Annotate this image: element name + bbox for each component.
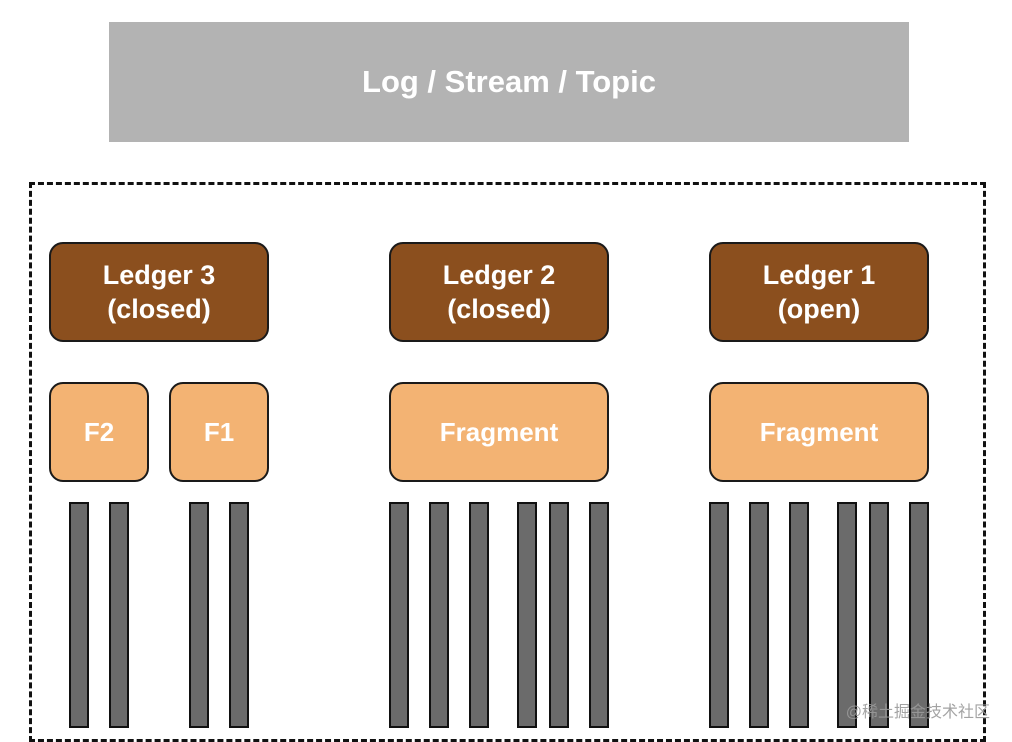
entry-bar <box>229 502 249 728</box>
entry-bar <box>789 502 809 728</box>
entry-bar <box>749 502 769 728</box>
entry-bar <box>469 502 489 728</box>
fragment-f1: F1 <box>169 382 269 482</box>
entry-bar <box>389 502 409 728</box>
header-title: Log / Stream / Topic <box>362 64 656 99</box>
ledger-1-status: (open) <box>777 294 861 324</box>
entry-bar <box>709 502 729 728</box>
ledger-2-box: Ledger 2 (closed) <box>389 242 609 342</box>
entry-bar <box>189 502 209 728</box>
ledger-1-name: Ledger 1 <box>762 260 876 290</box>
ledger-1-box: Ledger 1 (open) <box>709 242 929 342</box>
entry-bar <box>909 502 929 728</box>
entry-bar <box>69 502 89 728</box>
ledger-3-status: (closed) <box>107 294 211 324</box>
ledger-3-name: Ledger 3 <box>102 260 216 290</box>
watermark-text: @稀土掘金技术社区 <box>845 704 990 721</box>
entry-bar <box>869 502 889 728</box>
entry-bar <box>429 502 449 728</box>
entry-bar <box>109 502 129 728</box>
fragment-f1-label: F1 <box>203 416 235 447</box>
fragment-ledger-1: Fragment <box>709 382 929 482</box>
entry-bar <box>837 502 857 728</box>
entry-bar <box>589 502 609 728</box>
fragment-ledger-2-label: Fragment <box>439 416 559 447</box>
ledger-3-box: Ledger 3 (closed) <box>49 242 269 342</box>
fragment-f2-label: F2 <box>83 416 115 447</box>
ledger-2-name: Ledger 2 <box>442 260 556 290</box>
fragment-ledger-1-label: Fragment <box>759 416 879 447</box>
entry-bar <box>517 502 537 728</box>
log-stream-topic-box: Log / Stream / Topic <box>109 22 909 142</box>
ledger-2-status: (closed) <box>447 294 551 324</box>
fragment-f2: F2 <box>49 382 149 482</box>
entry-bar <box>549 502 569 728</box>
fragment-ledger-2: Fragment <box>389 382 609 482</box>
